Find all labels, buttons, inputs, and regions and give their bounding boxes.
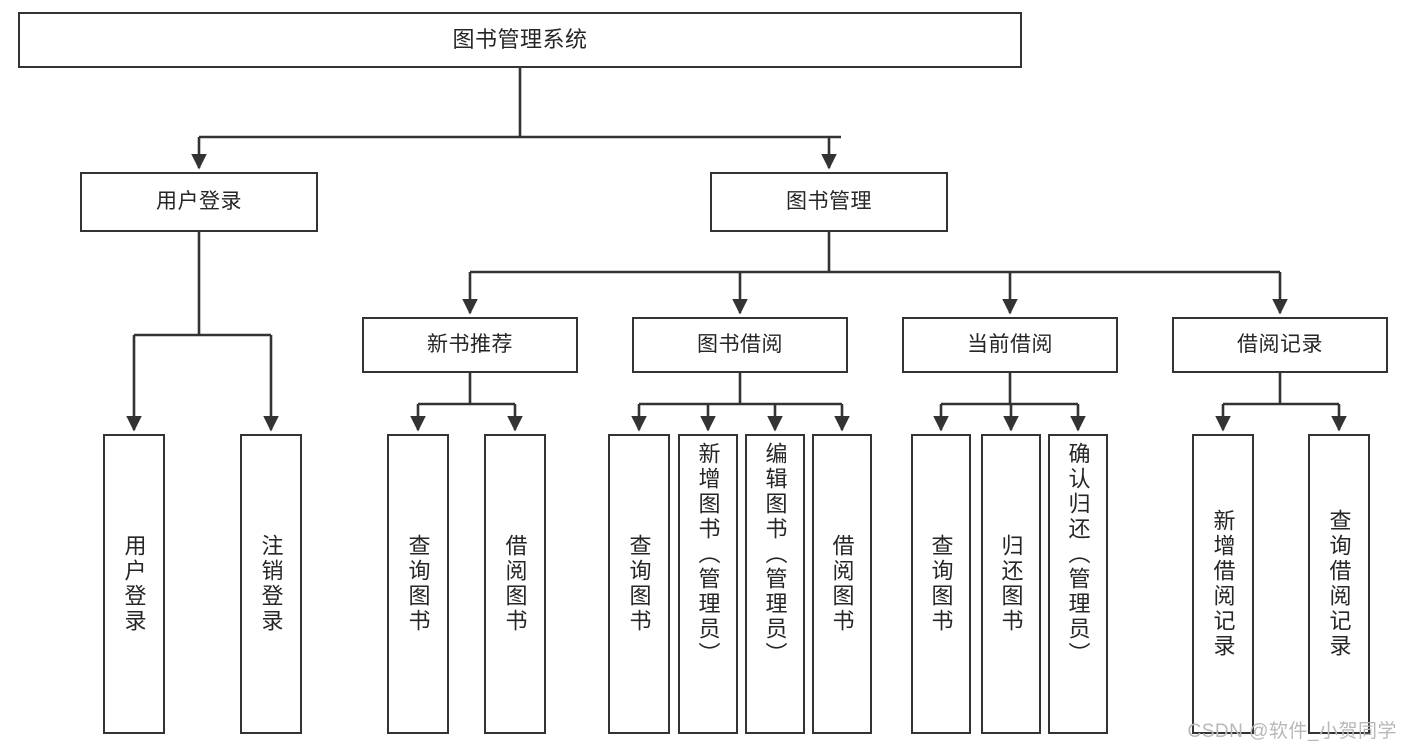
node-leaf-return-book-label: 归还图书 xyxy=(998,534,1024,634)
node-leaf-borrow-book-1-label: 借阅图书 xyxy=(502,534,528,634)
node-leaf-confirm-return-label: 确认归还（管理员） xyxy=(1065,442,1091,667)
node-root[interactable]: 图书管理系统 xyxy=(18,12,1022,68)
node-leaf-edit-book[interactable]: 编辑图书（管理员） xyxy=(745,434,805,734)
node-leaf-edit-book-label: 编辑图书（管理员） xyxy=(762,442,788,667)
node-book-management-label: 图书管理 xyxy=(786,189,872,213)
node-leaf-add-record[interactable]: 新增借阅记录 xyxy=(1192,434,1254,734)
node-root-label: 图书管理系统 xyxy=(452,27,588,53)
node-leaf-query-book-2-label: 查询图书 xyxy=(626,534,652,634)
node-leaf-query-book-3-label: 查询图书 xyxy=(928,534,954,634)
node-leaf-user-login[interactable]: 用户登录 xyxy=(103,434,165,734)
node-leaf-query-book-3[interactable]: 查询图书 xyxy=(911,434,971,734)
node-borrow-record[interactable]: 借阅记录 xyxy=(1172,317,1388,373)
node-book-borrow[interactable]: 图书借阅 xyxy=(632,317,848,373)
node-leaf-logout-label: 注销登录 xyxy=(258,534,284,634)
node-leaf-borrow-book-1[interactable]: 借阅图书 xyxy=(484,434,546,734)
node-leaf-query-book-1[interactable]: 查询图书 xyxy=(387,434,449,734)
node-leaf-query-record-label: 查询借阅记录 xyxy=(1326,509,1352,659)
node-leaf-add-record-label: 新增借阅记录 xyxy=(1210,509,1236,659)
node-leaf-query-book-2[interactable]: 查询图书 xyxy=(608,434,670,734)
node-user-login[interactable]: 用户登录 xyxy=(80,172,318,232)
node-new-book-recommend[interactable]: 新书推荐 xyxy=(362,317,578,373)
node-leaf-add-book[interactable]: 新增图书（管理员） xyxy=(678,434,738,734)
node-leaf-borrow-book-2[interactable]: 借阅图书 xyxy=(812,434,872,734)
node-new-book-recommend-label: 新书推荐 xyxy=(427,332,513,356)
node-leaf-query-book-1-label: 查询图书 xyxy=(405,534,431,634)
node-book-borrow-label: 图书借阅 xyxy=(697,332,783,356)
node-leaf-return-book[interactable]: 归还图书 xyxy=(981,434,1041,734)
node-leaf-add-book-label: 新增图书（管理员） xyxy=(695,442,721,667)
node-book-management[interactable]: 图书管理 xyxy=(710,172,948,232)
node-leaf-confirm-return[interactable]: 确认归还（管理员） xyxy=(1048,434,1108,734)
node-leaf-query-record[interactable]: 查询借阅记录 xyxy=(1308,434,1370,734)
node-leaf-logout[interactable]: 注销登录 xyxy=(240,434,302,734)
node-borrow-record-label: 借阅记录 xyxy=(1237,332,1323,356)
node-leaf-user-login-label: 用户登录 xyxy=(121,534,147,634)
watermark: CSDN @软件_小贺同学 xyxy=(1187,721,1397,742)
node-user-login-label: 用户登录 xyxy=(156,189,242,213)
node-current-borrow[interactable]: 当前借阅 xyxy=(902,317,1118,373)
node-leaf-borrow-book-2-label: 借阅图书 xyxy=(829,534,855,634)
node-current-borrow-label: 当前借阅 xyxy=(967,332,1053,356)
